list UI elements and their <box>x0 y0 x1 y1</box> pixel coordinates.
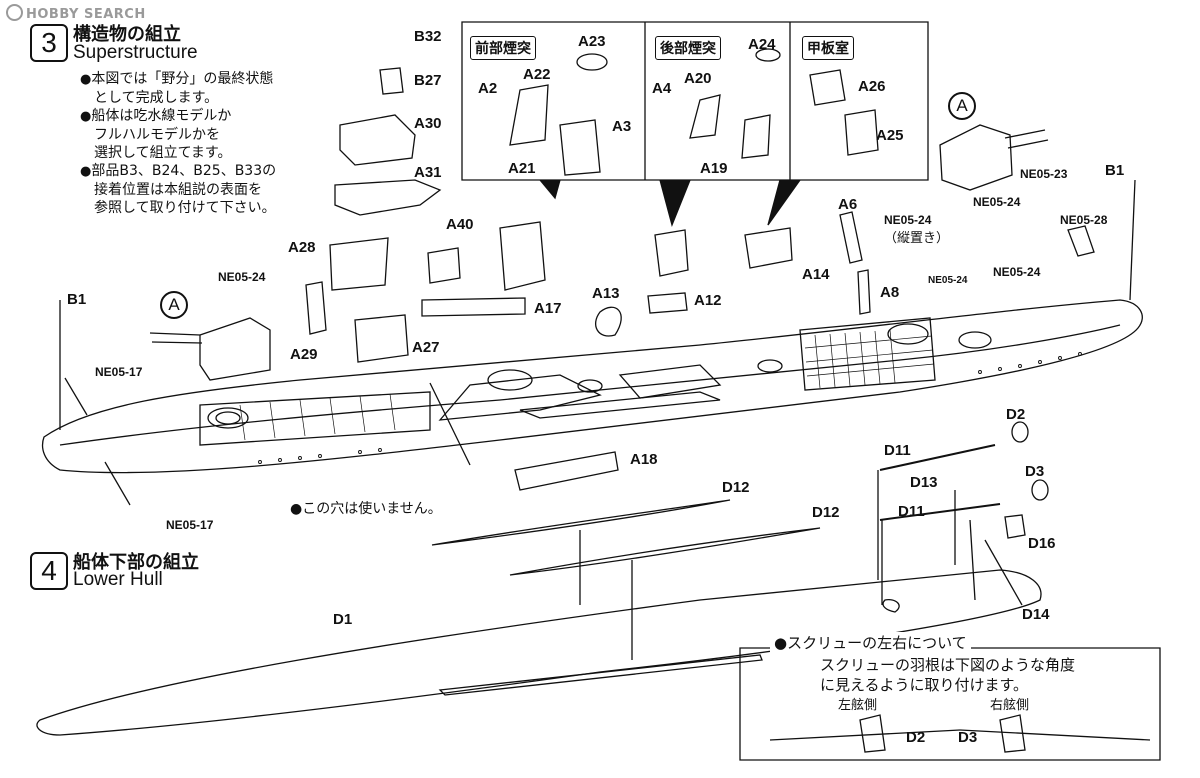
part-label: B1 <box>1105 162 1125 179</box>
part-label: D14 <box>1022 606 1050 623</box>
part-label: A13 <box>592 285 620 302</box>
upper-hull-outline <box>41 299 1143 474</box>
part-label: A18 <box>630 451 658 468</box>
part-label: A4 <box>652 80 672 97</box>
hobby-search-watermark: HOBBY SEARCH <box>6 4 146 22</box>
part-label: B27 <box>414 72 442 89</box>
part-label: A31 <box>414 164 442 181</box>
part-label: A17 <box>534 300 562 317</box>
lower-hull-outline <box>36 569 1042 736</box>
part-label: D11 <box>898 503 925 520</box>
step-4-number: 4 <box>30 552 68 590</box>
part-label: NE05-23 <box>1020 167 1068 181</box>
part-label: NE05-28 <box>1060 213 1108 227</box>
part-label: A19 <box>700 160 728 177</box>
part-label: A14 <box>802 266 830 283</box>
part-label: D1 <box>333 611 353 628</box>
part-label: NE05-24 <box>973 195 1021 209</box>
note-1: ●本図では「野分」の最終状態 として完成します。 <box>80 71 274 106</box>
part-label: B32 <box>414 28 442 45</box>
callout-a-forward: A <box>160 291 188 319</box>
step-3-notes: ●本図では「野分」の最終状態 として完成します。 ●船体は吃水線モデルか フルハ… <box>80 70 340 217</box>
step-3-title-jp: 構造物の組立 <box>73 24 181 45</box>
part-label: NE05-17 <box>166 518 214 532</box>
rear-funnel-title: 後部煙突 <box>655 36 721 60</box>
part-label: A27 <box>412 339 440 356</box>
part-label: D3 <box>1025 463 1045 480</box>
part-label: A12 <box>694 292 722 309</box>
part-label: D2 <box>906 729 926 746</box>
part-label: D12 <box>722 479 750 496</box>
part-label: NE05-24 <box>884 213 932 227</box>
screw-note-line-1: スクリューの羽根は下図のような角度 <box>820 656 1076 674</box>
part-label: D3 <box>958 729 978 746</box>
part-label: A3 <box>612 118 632 135</box>
part-label: D12 <box>812 504 840 521</box>
part-label: A26 <box>858 78 886 95</box>
step-4-title-en: Lower Hull <box>73 569 163 590</box>
part-label: A20 <box>684 70 712 87</box>
part-label: D16 <box>1028 535 1056 552</box>
part-label: B1 <box>67 291 87 308</box>
part-label: D11 <box>884 442 911 459</box>
part-label: A29 <box>290 346 318 363</box>
hobby-search-logo-icon <box>6 4 23 21</box>
part-label: A23 <box>578 33 606 50</box>
step-3-number: 3 <box>30 24 68 62</box>
part-label: A25 <box>876 127 904 144</box>
part-label: A8 <box>880 284 900 301</box>
callout-a-aft: A <box>948 92 976 120</box>
note-2: ●船体は吃水線モデルか フルハルモデルかを 選択して組立てます。 <box>80 108 232 161</box>
part-label: A2 <box>478 80 498 97</box>
unused-hole-note: ●この穴は使いません。 <box>290 501 442 517</box>
part-label: NE05-24 <box>928 275 968 286</box>
note-3: ●部品B3、B24、B25、B33の 接着位置は本組説の表面を 参照して取り付け… <box>80 163 277 216</box>
step-4-title-jp: 船体下部の組立 <box>73 552 199 573</box>
part-label: D13 <box>910 474 938 491</box>
part-label: A6 <box>838 196 858 213</box>
screw-note-line-2: に見えるように取り付けます。 <box>820 676 1029 694</box>
part-label: A21 <box>508 160 536 177</box>
part-label: A28 <box>288 239 316 256</box>
part-label: NE05-17 <box>95 365 143 379</box>
part-label-note: （縦置き） <box>884 231 950 246</box>
part-label: A40 <box>446 216 474 233</box>
front-funnel-title: 前部煙突 <box>470 36 536 60</box>
part-label: NE05-24 <box>993 265 1041 279</box>
part-label: A30 <box>414 115 442 132</box>
part-label: NE05-24 <box>218 270 266 284</box>
part-label: D2 <box>1006 406 1026 423</box>
part-label: A22 <box>523 66 551 83</box>
watermark-text: HOBBY SEARCH <box>26 7 146 22</box>
deckhouse-title: 甲板室 <box>802 36 854 60</box>
part-label: A24 <box>748 36 776 53</box>
starboard-side-label: 右舷側 <box>990 698 1030 713</box>
step-3-title-en: Superstructure <box>73 42 198 63</box>
screw-note-title: ●スクリューの左右について <box>770 632 971 653</box>
port-side-label: 左舷側 <box>838 698 878 713</box>
